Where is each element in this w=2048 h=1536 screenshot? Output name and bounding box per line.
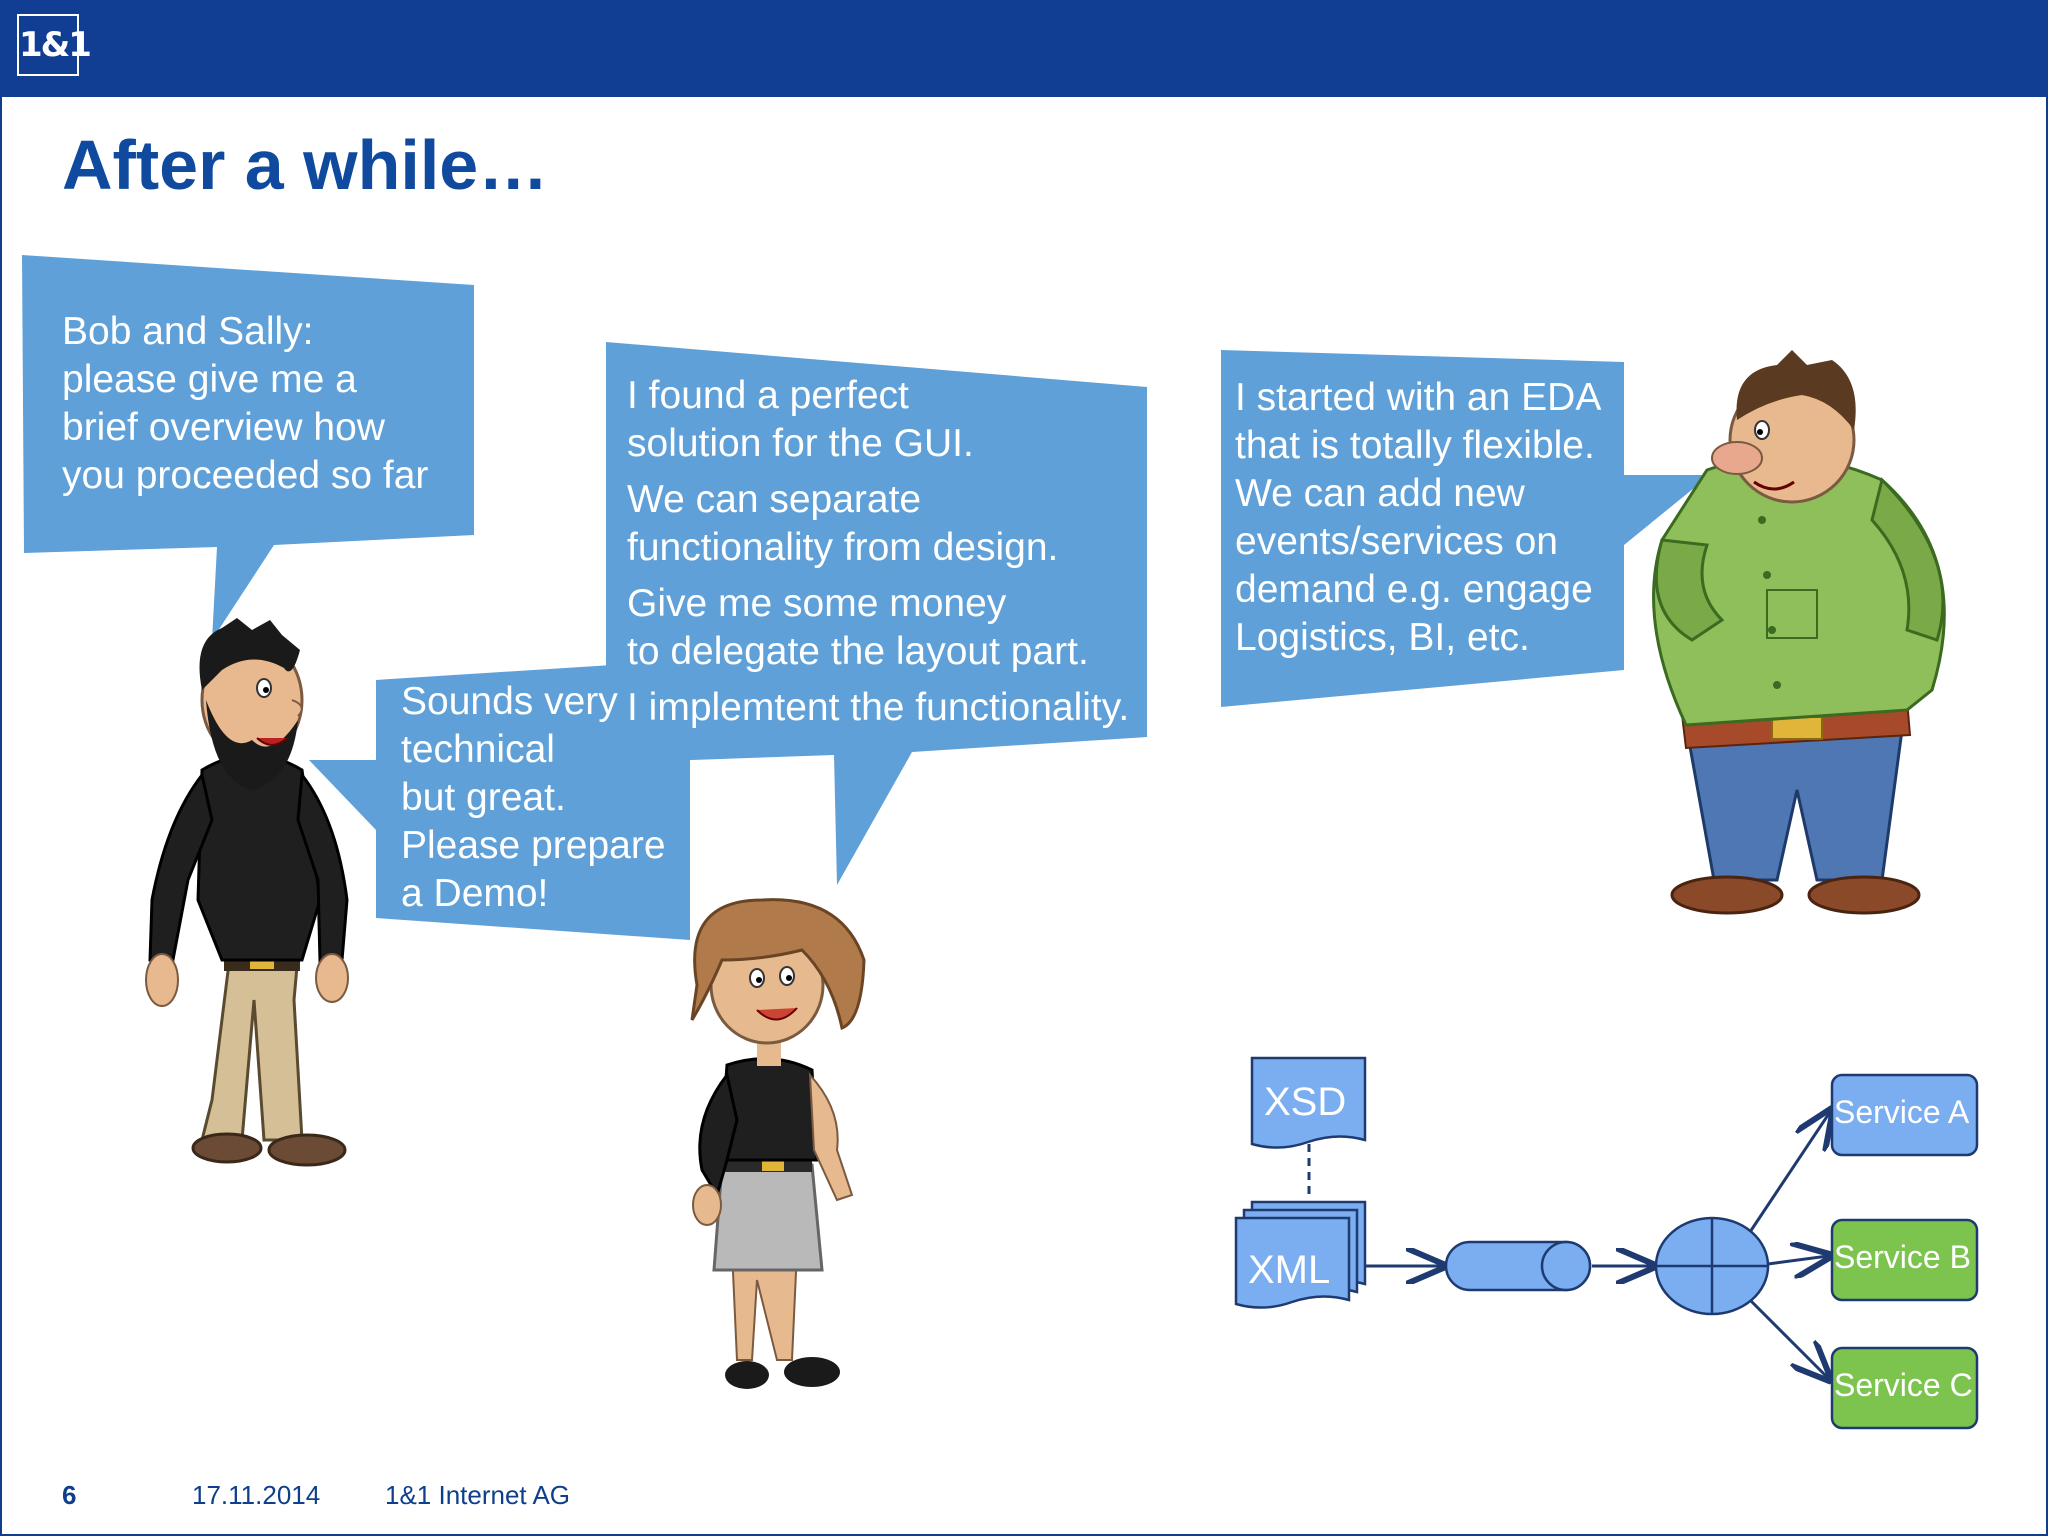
- bubble-line: I started with an EDA: [1235, 376, 1602, 419]
- xml-label: XML: [1248, 1248, 1331, 1292]
- boss-reply-bubble: Sounds very technical but great. Please …: [401, 678, 666, 918]
- xsd-document-icon: [1250, 1056, 1367, 1149]
- bubble-line: demand e.g. engage: [1235, 568, 1593, 611]
- bob-bubble-shape: [1221, 350, 1710, 707]
- bubble-line: Sounds very: [401, 680, 618, 723]
- bubble-line: Please prepare: [401, 824, 666, 867]
- service-a-label: Service A: [1834, 1094, 1970, 1130]
- boss-bubble: Bob and Sally: please give me a brief ov…: [62, 308, 428, 500]
- bubble-line: I implemtent the functionality.: [627, 686, 1130, 729]
- service-b-box: [1830, 1218, 1979, 1302]
- bubble-line: that is totally flexible.: [1235, 424, 1595, 467]
- bob-bubble: I started with an EDA that is totally fl…: [1235, 374, 1601, 662]
- bubble-line: you proceeded so far: [62, 454, 429, 497]
- bubble-line: a Demo!: [401, 872, 549, 915]
- service-c-box: [1830, 1346, 1979, 1430]
- service-c-label: Service C: [1834, 1367, 1973, 1403]
- bubble-line: We can separate: [627, 478, 922, 521]
- service-a-box: [1830, 1073, 1979, 1157]
- xsd-label: XSD: [1264, 1080, 1347, 1124]
- boss-reply-bubble-shape: [309, 660, 690, 940]
- boss-bubble-shape: [22, 255, 474, 640]
- footer-company: 1&1 Internet AG: [385, 1480, 571, 1510]
- bubble-line: I found a perfect: [627, 374, 909, 417]
- bubble-line: but great.: [401, 776, 566, 819]
- bubble-line: to delegate the layout part.: [627, 630, 1089, 673]
- header-bar: 1&1: [2, 0, 2046, 97]
- bubble-line: solution for the GUI.: [627, 422, 974, 465]
- service-b-label: Service B: [1834, 1239, 1971, 1275]
- bubble-line: technical: [401, 728, 555, 771]
- footer-date: 17.11.2014: [192, 1480, 321, 1510]
- bubble-line: please give me a: [62, 358, 357, 401]
- bubble-line: functionality from design.: [627, 526, 1059, 569]
- page-number: 6: [62, 1480, 77, 1510]
- bubble-line: brief overview how: [62, 406, 385, 449]
- bubble-line: events/services on: [1235, 520, 1558, 563]
- bubble-line: We can add new: [1235, 472, 1525, 515]
- company-logo: 1&1: [17, 14, 92, 76]
- bubble-line: Logistics, BI, etc.: [1235, 616, 1530, 659]
- slide-title: After a while…: [62, 126, 549, 204]
- bubble-line: Bob and Sally:: [62, 310, 314, 353]
- sally-bubble: I found a perfect solution for the GUI. …: [627, 372, 1129, 732]
- sally-bubble-shape: [606, 342, 1147, 885]
- bubble-line: Give me some money: [627, 582, 1007, 625]
